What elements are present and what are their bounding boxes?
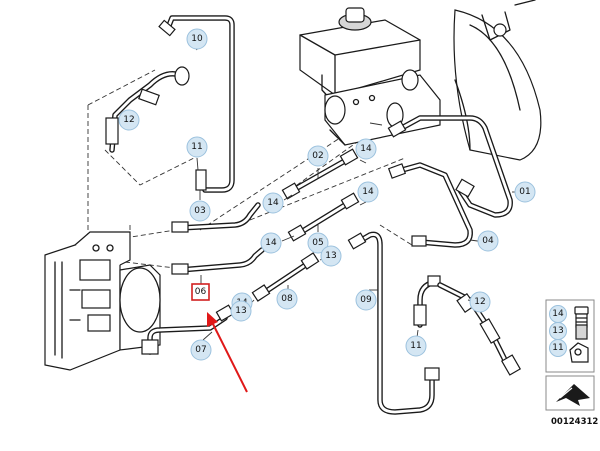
callout-label: 14 — [265, 238, 277, 248]
legend-label: 13 — [552, 326, 563, 336]
pointer-arrow — [207, 312, 248, 393]
legend-item-14: 14 — [549, 305, 567, 323]
callout-label: 02 — [312, 151, 323, 161]
callout-label: 08 — [281, 294, 293, 304]
callout-label: 14 — [360, 144, 372, 154]
callout-04: 04 — [477, 230, 499, 252]
callout-label: 13 — [235, 306, 246, 316]
callout-label: 12 — [123, 115, 134, 125]
brake-hose-12-lower — [413, 275, 522, 376]
reference-box: 00124312 — [545, 375, 598, 427]
highlight-06[interactable]: 06 — [191, 283, 210, 301]
callout-label: 11 — [410, 341, 421, 351]
brake-line-07 — [141, 304, 235, 355]
callout-label: 10 — [191, 34, 203, 44]
brake-hose-12-upper — [105, 66, 190, 153]
callout-label: 14 — [267, 198, 279, 208]
legend-label: 14 — [552, 309, 564, 319]
callout-09: 09 — [355, 289, 377, 311]
abs-hydraulic-unit — [44, 231, 161, 371]
legend-item-13: 13 — [549, 322, 567, 340]
callout-05: 05 — [307, 232, 329, 254]
brake-line-02 — [281, 148, 359, 200]
callout-label: 09 — [360, 295, 372, 305]
callout-07: 07 — [190, 339, 212, 361]
callout-14-a: 14 — [355, 138, 377, 160]
callout-label: 11 — [191, 142, 202, 152]
brake-line-06 — [171, 247, 265, 275]
callout-01: 01 — [514, 181, 536, 203]
brake-line-04 — [387, 162, 473, 248]
callout-label: 14 — [362, 187, 374, 197]
callout-label: 05 — [312, 238, 323, 248]
callout-12-lower: 12 — [469, 291, 491, 313]
callout-02: 02 — [307, 145, 329, 167]
brake-line-10 — [158, 15, 235, 193]
reference-number: 00124312 — [551, 417, 598, 427]
callout-08: 08 — [276, 288, 298, 310]
callout-10: 10 — [186, 28, 208, 50]
brake-line-09 — [347, 231, 440, 415]
legend-item-11: 11 — [549, 339, 567, 357]
callout-14-b: 14 — [262, 192, 284, 214]
callout-label: 03 — [194, 206, 205, 216]
callout-03: 03 — [189, 200, 211, 222]
callout-label: 12 — [474, 297, 485, 307]
brake-line-03 — [171, 202, 261, 233]
callout-13-b: 13 — [230, 300, 252, 322]
master-cylinder — [299, 7, 441, 146]
callout-label: 04 — [482, 236, 494, 246]
callout-11-lower: 11 — [405, 335, 427, 357]
callout-label: 01 — [519, 187, 530, 197]
brake-line-08 — [251, 252, 320, 302]
callout-label: 13 — [325, 251, 336, 261]
highlight-label: 06 — [195, 287, 207, 297]
callout-label: 07 — [195, 345, 206, 355]
callout-14-d: 14 — [260, 232, 282, 254]
callout-13-a: 13 — [320, 245, 342, 267]
callout-12-upper: 12 — [118, 109, 140, 131]
callout-11-upper: 11 — [186, 136, 208, 158]
callout-14-c: 14 — [357, 181, 379, 203]
brake-booster — [453, 0, 542, 161]
legend-label: 11 — [552, 343, 563, 353]
brake-line-01 — [387, 115, 513, 218]
legend-panel: 14 13 11 — [545, 299, 595, 373]
